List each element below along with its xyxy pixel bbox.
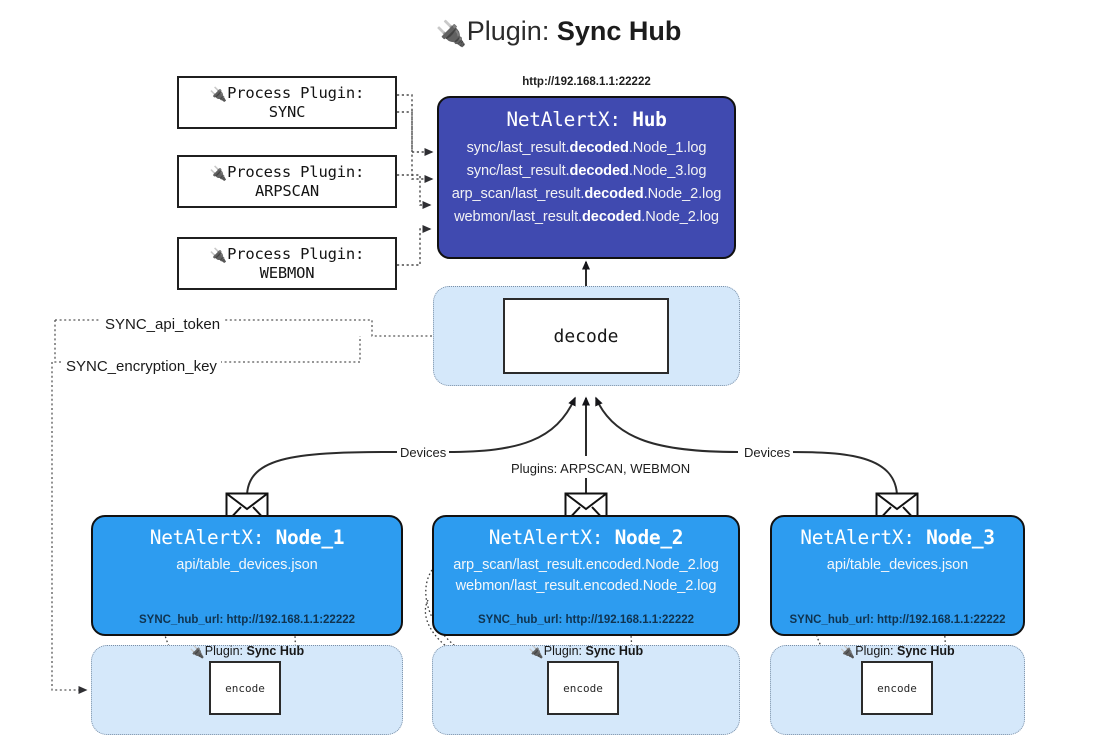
- node-title-prefix: NetAlertX:: [149, 526, 265, 549]
- page-title-prefix: Plugin:: [466, 16, 550, 46]
- encode-box-node-1[interactable]: encode: [209, 661, 281, 715]
- node-title-name: Node_1: [275, 526, 345, 549]
- node-footer: SYNC_hub_url: http://192.168.1.1:22222: [789, 614, 1006, 626]
- encode-box-node-3[interactable]: encode: [861, 661, 933, 715]
- hub-log-line: sync/last_result.decoded.Node_3.log: [466, 163, 707, 179]
- node-log-line: api/table_devices.json: [826, 557, 969, 573]
- hub-node[interactable]: NetAlertX: Hub sync/last_result.decoded.…: [437, 96, 736, 259]
- process-plugin-name: ARPSCAN: [255, 182, 319, 201]
- plug-icon: 🔌: [209, 86, 228, 103]
- node-line-list: arp_scan/last_result.encoded.Node_2.log …: [434, 557, 738, 594]
- node-line-list: api/table_devices.json: [772, 557, 1023, 573]
- node-log-line: arp_scan/last_result.encoded.Node_2.log: [453, 557, 719, 573]
- edge-node3-devices-right: [789, 451, 898, 498]
- node-footer: SYNC_hub_url: http://192.168.1.1:22222: [138, 614, 356, 626]
- process-plugin-label: Process Plugin:: [227, 83, 365, 102]
- plug-icon: 🔌: [435, 20, 467, 48]
- edge-node1-devices-right: [446, 396, 576, 453]
- node-card-node-3[interactable]: NetAlertX: Node_3 api/table_devices.json…: [770, 515, 1025, 636]
- plug-icon: 🔌: [840, 645, 856, 659]
- decode-box[interactable]: decode: [503, 298, 669, 374]
- sync-hub-label-node-2: 🔌Plugin: Sync Hub: [528, 644, 644, 659]
- hub-line-list: sync/last_result.decoded.Node_1.log sync…: [439, 140, 734, 225]
- hub-title-name: Hub: [632, 108, 667, 131]
- node-title: NetAlertX: Node_2: [434, 526, 738, 549]
- process-plugin-name: WEBMON: [259, 264, 315, 283]
- edge-tokens-to-sync-container: [51, 362, 88, 694]
- page-title: 🔌Plugin: Sync Hub: [0, 16, 1117, 49]
- plug-icon: 🔌: [189, 645, 205, 659]
- plug-icon: 🔌: [528, 645, 544, 659]
- label-sync-api-token: SYNC_api_token: [101, 316, 225, 333]
- hub-log-line: webmon/last_result.decoded.Node_2.log: [454, 209, 719, 225]
- node-card-node-2[interactable]: NetAlertX: Node_2 arp_scan/last_result.e…: [432, 515, 740, 636]
- node-card-node-1[interactable]: NetAlertX: Node_1 api/table_devices.json…: [91, 515, 403, 636]
- hub-title: NetAlertX: Hub: [439, 108, 734, 131]
- node-log-line: api/table_devices.json: [176, 557, 318, 573]
- node-title-prefix: NetAlertX:: [488, 526, 604, 549]
- node-title-prefix: NetAlertX:: [800, 526, 915, 549]
- edge-node3-devices-left: [595, 396, 739, 453]
- edge-node1-devices-left: [246, 451, 401, 498]
- node-title-name: Node_2: [614, 526, 684, 549]
- node-footer: SYNC_hub_url: http://192.168.1.1:22222: [477, 614, 695, 626]
- edge-sync-plugin-to-hub-2: [397, 111, 434, 183]
- hub-log-line: arp_scan/last_result.decoded.Node_2.log: [451, 186, 722, 202]
- hub-log-line: sync/last_result.decoded.Node_1.log: [466, 140, 707, 156]
- sync-hub-label-node-3: 🔌Plugin: Sync Hub: [840, 644, 955, 659]
- node-log-line: webmon/last_result.encoded.Node_2.log: [455, 578, 717, 594]
- process-plugin-sync[interactable]: 🔌Process Plugin: SYNC: [177, 76, 397, 129]
- label-devices-right: Devices: [741, 445, 794, 460]
- process-plugin-name: SYNC: [268, 103, 306, 122]
- process-plugin-label: Process Plugin:: [227, 244, 365, 263]
- plug-icon: 🔌: [209, 247, 228, 264]
- plug-icon: 🔌: [209, 165, 228, 182]
- label-plugins-mid: Plugins: ARPSCAN, WEBMON: [508, 461, 694, 476]
- node-title: NetAlertX: Node_1: [93, 526, 401, 549]
- encode-box-node-2[interactable]: encode: [547, 661, 619, 715]
- label-devices-left: Devices: [397, 445, 450, 460]
- node-line-list: api/table_devices.json: [93, 557, 401, 573]
- edge-arpscan-plugin-to-hub: [397, 174, 432, 209]
- node-title: NetAlertX: Node_3: [772, 526, 1023, 549]
- edge-sync-plugin-to-hub: [397, 94, 434, 156]
- label-sync-encryption-key: SYNC_encryption_key: [62, 358, 221, 375]
- node-title-name: Node_3: [926, 526, 995, 549]
- hub-url-label: http://192.168.1.1:22222: [522, 76, 651, 88]
- process-plugin-label: Process Plugin:: [227, 162, 365, 181]
- process-plugin-arpscan[interactable]: 🔌Process Plugin: ARPSCAN: [177, 155, 397, 208]
- edge-webmon-plugin-to-hub: [397, 225, 432, 266]
- sync-hub-label-node-1: 🔌Plugin: Sync Hub: [189, 644, 305, 659]
- hub-title-prefix: NetAlertX:: [506, 108, 621, 131]
- process-plugin-webmon[interactable]: 🔌Process Plugin: WEBMON: [177, 237, 397, 290]
- page-title-name: Sync Hub: [556, 16, 682, 46]
